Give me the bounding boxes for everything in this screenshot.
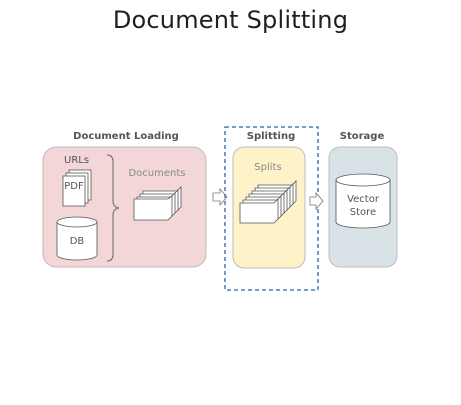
- documents-stack-icon: [133, 186, 182, 221]
- loading-heading: Document Loading: [73, 131, 179, 142]
- storage-heading: Storage: [340, 131, 385, 142]
- database-icon: DB: [56, 216, 98, 261]
- arrow-icon: [309, 191, 324, 211]
- splits-label: Splits: [254, 162, 281, 173]
- vector-store-label-line2: Store: [350, 207, 376, 218]
- page-title: Document Splitting: [112, 6, 349, 34]
- vector-store-icon: Vector Store: [335, 173, 391, 229]
- db-label: DB: [70, 236, 85, 247]
- arrow-icon: [212, 187, 228, 207]
- splitting-highlight-border: [224, 126, 319, 291]
- splits-stack-icon: [239, 180, 297, 224]
- splitting-heading: Splitting: [247, 131, 295, 142]
- pdf-label: PDF: [64, 181, 84, 192]
- vector-store-label-line1: Vector: [347, 194, 380, 205]
- brace-icon: [106, 154, 120, 262]
- documents-label: Documents: [128, 168, 185, 179]
- urls-label: URLs: [64, 155, 89, 166]
- pdf-icon: PDF: [62, 169, 92, 207]
